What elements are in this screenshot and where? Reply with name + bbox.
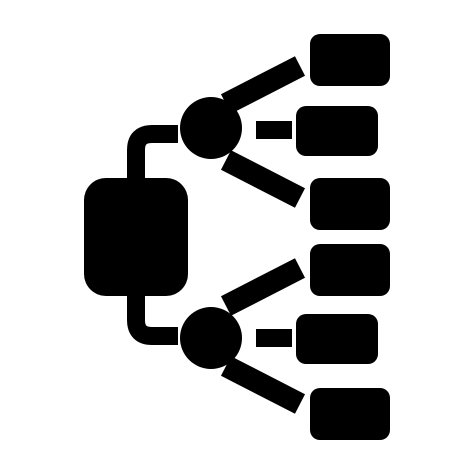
leaf-node-1 — [310, 34, 390, 86]
root-node — [84, 178, 188, 296]
root-to-top-hub-connector — [127, 125, 178, 178]
leaf-node-6 — [310, 388, 390, 440]
bottom-hub-branch-lower — [220, 356, 306, 414]
leaf-node-3 — [310, 178, 390, 230]
root-to-bottom-hub-connector — [127, 296, 178, 345]
leaf-node-4 — [310, 244, 390, 296]
bottom-hub-branch-upper — [220, 258, 306, 316]
top-hub-node — [180, 97, 242, 159]
top-hub-branch-lower — [220, 150, 306, 208]
bottom-hub-node — [180, 307, 242, 369]
leaf-node-2 — [296, 106, 378, 156]
leaf-node-5 — [296, 314, 378, 364]
top-hub-branch-upper — [220, 56, 306, 114]
